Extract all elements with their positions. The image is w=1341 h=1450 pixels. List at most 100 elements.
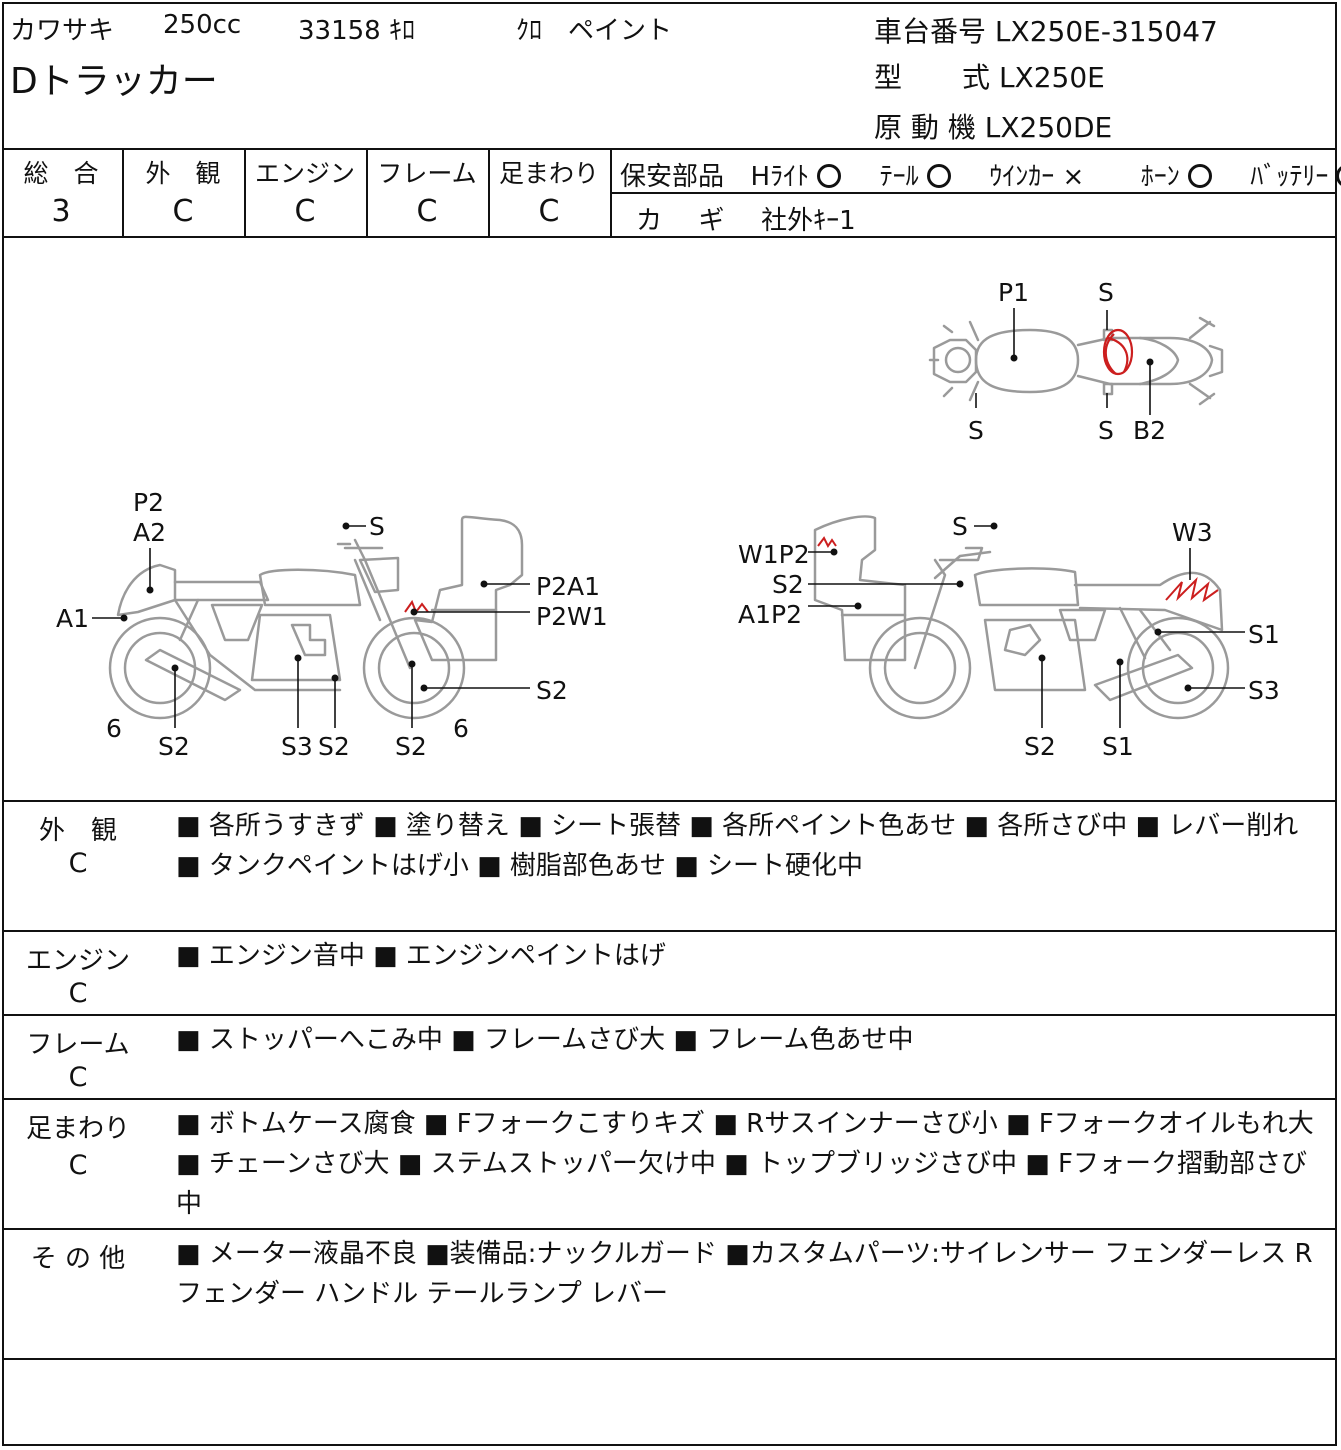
- damage-mark-top: [1102, 328, 1134, 376]
- section-grade-engine: C: [68, 978, 88, 1009]
- key-row: カ ギ 社外ｷｰ1: [636, 200, 856, 237]
- section-label-exterior: 外 観: [38, 816, 117, 846]
- section-label-engine: エンジン: [25, 946, 130, 976]
- label-6-left: 6: [106, 714, 122, 743]
- type-row: 型 式 LX250E: [874, 56, 1105, 96]
- ok-circle-icon: [1187, 164, 1212, 188]
- divider: [612, 192, 1337, 194]
- mileage-unit: ｷﾛ: [388, 16, 415, 46]
- grade-label-engine: エンジン: [254, 159, 355, 188]
- label-a1: A1: [56, 604, 90, 633]
- section-text-engine: ■ エンジン音中 ■ エンジンペイントはげ: [176, 941, 666, 971]
- callout-dots: [120, 354, 1192, 692]
- divider: [2, 1358, 1337, 1360]
- divider: [2, 1098, 1337, 1100]
- grade-label-overall: 総 合: [23, 159, 99, 188]
- grade-label-exterior: 外 観: [145, 159, 221, 188]
- mileage: 33158 ｷﾛ: [298, 10, 415, 47]
- model-name: Dトラッカー: [10, 61, 218, 102]
- color: ｸﾛ ペイント: [516, 10, 672, 47]
- label-b2: B2: [1133, 416, 1167, 445]
- label-w3: W3: [1172, 518, 1213, 547]
- label-s2-bottom: S2: [1024, 732, 1056, 761]
- safety-tail: ﾃｰﾙ: [880, 162, 951, 192]
- ok-circle-icon: [926, 164, 951, 188]
- section-grade-exterior: C: [68, 848, 88, 879]
- label-s-top: S: [1098, 278, 1114, 307]
- label-s2-c: S2: [395, 732, 427, 761]
- label-s3: S3: [281, 732, 313, 761]
- top-view-bike: [928, 316, 1224, 406]
- damage-mark-right: [817, 536, 1219, 603]
- engine-label-3: 機: [947, 111, 976, 144]
- divider: [366, 148, 368, 236]
- divider: [488, 148, 490, 236]
- grade-value-overall: 3: [51, 194, 71, 229]
- label-p1: P1: [998, 278, 1029, 307]
- section-label-other: そ の 他: [30, 1244, 126, 1274]
- label-s1-bottom: S1: [1102, 732, 1134, 761]
- label-6-right: 6: [453, 714, 469, 743]
- type-value: LX250E: [998, 61, 1105, 94]
- label-s2-b: S2: [318, 732, 350, 761]
- type-label-2: 式: [962, 61, 991, 94]
- label-p2a1: P2A1: [536, 572, 600, 601]
- section-label-suspension: 足まわり: [25, 1114, 130, 1144]
- label-s-mirror-right: S: [952, 512, 968, 541]
- label-s-bottom: S: [1098, 416, 1114, 445]
- color-note: ペイント: [568, 16, 673, 46]
- engine-row: 原 動 機 LX250DE: [874, 106, 1112, 146]
- divider: [244, 148, 246, 236]
- safety-headlight: Hﾗｲﾄ: [751, 162, 842, 192]
- key-label-2: ギ: [698, 206, 725, 236]
- type-label-1: 型: [874, 61, 903, 94]
- section-text-frame: ■ ストッパーへこみ中 ■ フレームさび大 ■ フレーム色あせ中: [176, 1025, 914, 1055]
- label-s-mirror: S: [369, 512, 385, 541]
- label-p2: P2: [133, 488, 164, 517]
- frame-number: 車台番号 LX250E-315047: [874, 10, 1218, 50]
- divider: [122, 148, 124, 236]
- key-value: 社外ｷｰ1: [761, 206, 856, 236]
- safety-horn-label: ﾎｰﾝ: [1140, 162, 1180, 192]
- label-a1p2: A1P2: [738, 600, 802, 629]
- safety-winker: ｳｲﾝｶｰ ×: [989, 162, 1084, 192]
- divider: [2, 930, 1337, 932]
- label-w1p2: W1P2: [738, 540, 810, 569]
- label-s1-right: S1: [1248, 620, 1280, 649]
- safety-parts: 保安部品 Hﾗｲﾄ ﾃｰﾙ ｳｲﾝｶｰ × ﾎｰﾝ ﾊﾞｯﾃﾘｰ: [620, 156, 1341, 193]
- color-label: ｸﾛ: [516, 16, 543, 46]
- engine-label-1: 原: [874, 111, 903, 144]
- engine-label-2: 動: [910, 111, 939, 144]
- callout-lines: [92, 308, 1245, 728]
- grade-value-exterior: C: [172, 194, 194, 229]
- label-s2-right: S2: [536, 676, 568, 705]
- label-s3-right: S3: [1248, 676, 1280, 705]
- divider: [2, 148, 1337, 150]
- safety-battery: ﾊﾞｯﾃﾘｰ: [1250, 162, 1341, 192]
- damage-diagram: [92, 308, 1245, 728]
- right-view-bike: [813, 515, 1230, 720]
- frame-number-value: LX250E-315047: [994, 15, 1218, 48]
- divider: [2, 1014, 1337, 1016]
- section-grade-frame: C: [68, 1062, 88, 1093]
- ok-circle-icon: [817, 164, 842, 188]
- frame-number-label: 車台番号: [874, 15, 987, 48]
- divider: [2, 236, 1337, 238]
- label-s2-a: S2: [158, 732, 190, 761]
- safety-horn: ﾎｰﾝ: [1141, 162, 1212, 192]
- ng-cross-icon: ×: [1062, 162, 1085, 192]
- mileage-value: 33158: [298, 16, 381, 46]
- grade-value-frame: C: [416, 194, 438, 229]
- displacement: 250cc: [163, 10, 242, 40]
- grade-label-frame: フレーム: [377, 159, 477, 188]
- section-text-exterior: ■ 各所うすきず ■ 塗り替え ■ シート張替 ■ 各所ペイント色あせ ■ 各所…: [176, 811, 1299, 881]
- safety-tail-label: ﾃｰﾙ: [879, 162, 919, 192]
- label-p2w1: P2W1: [536, 602, 608, 631]
- key-label-1: カ: [636, 206, 663, 236]
- maker: カワサキ: [10, 16, 115, 46]
- safety-battery-label: ﾊﾞｯﾃﾘｰ: [1250, 162, 1329, 192]
- divider: [610, 148, 612, 236]
- label-a2: A2: [133, 518, 167, 547]
- section-grade-suspension: C: [68, 1150, 88, 1181]
- grade-label-suspension: 足まわり: [498, 159, 599, 188]
